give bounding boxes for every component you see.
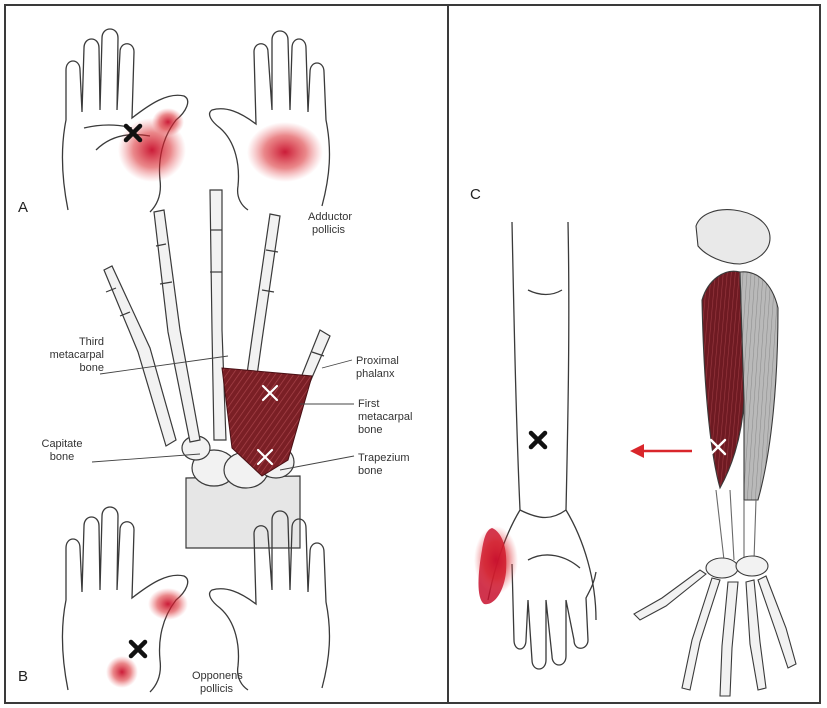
muscle-name-adductor: Adductor pollicis (308, 211, 352, 237)
hand-a-dorsal (210, 31, 330, 210)
referral-zone-a2 (247, 122, 323, 182)
referral-zone-a1b (152, 108, 184, 136)
label-first-metacarpal: First metacarpal bone (358, 398, 412, 437)
proximal-line2: phalanx (356, 368, 399, 381)
referral-zone-b1 (148, 588, 188, 620)
third-meta-line2: metacarpal (44, 349, 104, 362)
panel-letter-a: A (18, 199, 28, 216)
proximal-line1: Proximal (356, 355, 399, 368)
muscle-name-opponens: Opponens pollicis (192, 670, 243, 696)
first-meta-line3: bone (358, 424, 412, 437)
arrow-left-icon (630, 444, 692, 458)
third-meta-line3: bone (44, 362, 104, 375)
first-meta-line1: First (358, 398, 412, 411)
third-meta-line1: Third (44, 336, 104, 349)
trapezium-line1: Trapezium (358, 452, 410, 465)
adductor-line1: Adductor (308, 211, 352, 224)
trapezium-line2: bone (358, 465, 410, 478)
opponens-line2: pollicis (192, 683, 243, 696)
first-meta-line2: metacarpal (358, 411, 412, 424)
forearm-anatomy (634, 210, 796, 696)
capitate-line2: bone (34, 451, 90, 464)
opponens-line1: Opponens (192, 670, 243, 683)
label-proximal-phalanx: Proximal phalanx (356, 355, 399, 381)
adductor-line2: pollicis (308, 224, 352, 237)
referral-zone-c-halo (474, 526, 518, 594)
trigger-marker-d (531, 433, 545, 447)
panel-letter-c: C (470, 186, 481, 203)
referral-zone-b2 (106, 656, 138, 688)
capitate-line1: Capitate (34, 438, 90, 451)
label-capitate: Capitate bone (34, 438, 90, 464)
label-third-metacarpal: Third metacarpal bone (44, 336, 104, 375)
panel-letter-b: B (18, 668, 28, 685)
trigger-marker-c (131, 642, 145, 656)
label-trapezium: Trapezium bone (358, 452, 410, 478)
